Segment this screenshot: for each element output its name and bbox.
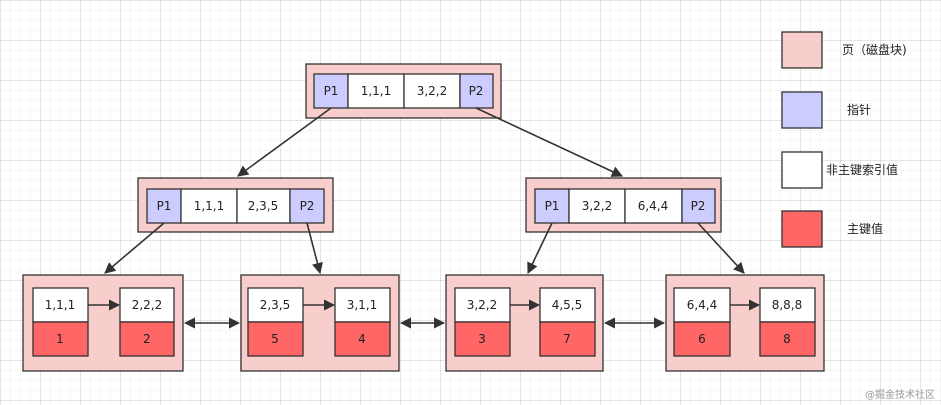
leaf-1-pk-cell-1 bbox=[32, 321, 89, 357]
root-key-1 bbox=[347, 73, 405, 109]
leaf-2-pk-1-label: 5 bbox=[271, 332, 279, 346]
leaf-3-pk-cell-1 bbox=[454, 321, 511, 357]
internal-right-left-pointer-label: P1 bbox=[545, 199, 560, 213]
leaf-4-pk-2-label: 8 bbox=[783, 332, 791, 346]
leaf-2-index-1-label: 2,3,5 bbox=[260, 298, 291, 312]
internal-left-right-pointer-label: P2 bbox=[300, 199, 315, 213]
edge-internal-right-to-leaf-3 bbox=[527, 222, 553, 275]
edge-internal-right-to-leaf-4 bbox=[697, 222, 745, 274]
leaf-node-2: 2,3,5 5 3,1,1 4 bbox=[240, 274, 400, 372]
internal-left-key-2 bbox=[236, 188, 291, 224]
leaf-2-index-cell-2 bbox=[334, 287, 391, 323]
leaf-1-pk-cell-2 bbox=[119, 321, 175, 357]
leaf-1-index-1-label: 1,1,1 bbox=[45, 298, 76, 312]
leaf-3-index-1-label: 3,2,2 bbox=[467, 298, 498, 312]
leaf-2-pk-cell-1 bbox=[247, 321, 304, 357]
edge-root-to-internal-left bbox=[237, 107, 332, 177]
internal-right-key-2 bbox=[624, 188, 683, 224]
root-node: P1 1,1,1 3,2,2 P2 bbox=[305, 63, 502, 119]
leaf-node-4: 6,4,4 6 8,8,8 8 bbox=[665, 274, 825, 372]
leaf-3-pk-cell-2 bbox=[539, 321, 596, 357]
leaf-3-index-2-label: 4,5,5 bbox=[552, 298, 583, 312]
internal-right-key-1 bbox=[568, 188, 626, 224]
legend-pointer-swatch bbox=[781, 91, 823, 129]
internal-left-key-1-label: 1,1,1 bbox=[194, 199, 225, 213]
leaf-node-3: 3,2,2 3 4,5,5 7 bbox=[445, 274, 604, 372]
leaf-3-pk-1-label: 3 bbox=[478, 332, 486, 346]
internal-left-key-2-label: 2,3,5 bbox=[248, 199, 279, 213]
leaf-1-index-cell-2 bbox=[119, 287, 175, 323]
root-right-pointer-label: P2 bbox=[469, 84, 484, 98]
leaf-1-pk-1-label: 1 bbox=[56, 332, 64, 346]
edge-root-to-internal-right bbox=[475, 107, 624, 177]
leaf-4-pk-1-label: 6 bbox=[698, 332, 706, 346]
leaf-node-1: 1,1,1 1 2,2,2 2 bbox=[22, 274, 184, 372]
legend-page-swatch bbox=[781, 31, 823, 69]
legend-page-label: 页（磁盘块) bbox=[842, 42, 907, 57]
leaf-1-pk-2-label: 2 bbox=[143, 332, 151, 346]
root-key-2-label: 3,2,2 bbox=[417, 84, 448, 98]
leaf-3-index-cell-1 bbox=[454, 287, 511, 323]
leaf-4-index-2-label: 8,8,8 bbox=[772, 298, 803, 312]
leaf-4-pk-cell-2 bbox=[759, 321, 816, 357]
internal-right-key-1-label: 3,2,2 bbox=[582, 199, 613, 213]
root-key-1-label: 1,1,1 bbox=[361, 84, 392, 98]
edge-internal-left-to-leaf-1 bbox=[104, 222, 165, 274]
leaf-2-pk-2-label: 4 bbox=[358, 332, 366, 346]
leaf-2-pk-cell-2 bbox=[334, 321, 391, 357]
internal-node-right: P1 3,2,2 6,4,4 P2 bbox=[525, 177, 722, 233]
legend-index-value-label: 非主键索引值 bbox=[826, 162, 898, 177]
watermark: @掘金技术社区 bbox=[865, 390, 935, 401]
internal-left-left-pointer-label: P1 bbox=[157, 199, 172, 213]
legend-primary-key-swatch bbox=[781, 210, 823, 248]
leaf-2-index-2-label: 3,1,1 bbox=[347, 298, 378, 312]
legend-pointer-label: 指针 bbox=[847, 102, 871, 117]
leaf-1-index-cell-1 bbox=[32, 287, 89, 323]
legend: 页（磁盘块) 指针 非主键索引值 主键值 bbox=[781, 31, 907, 248]
legend-primary-key-label: 主键值 bbox=[847, 221, 883, 236]
leaf-1-index-2-label: 2,2,2 bbox=[132, 298, 163, 312]
internal-left-right-pointer bbox=[289, 188, 325, 224]
legend-index-value-swatch bbox=[781, 151, 823, 189]
edge-internal-left-to-leaf-2 bbox=[306, 222, 323, 275]
internal-node-left: P1 1,1,1 2,3,5 P2 bbox=[137, 177, 334, 233]
internal-right-right-pointer-label: P2 bbox=[691, 199, 706, 213]
internal-left-key-1 bbox=[180, 188, 238, 224]
internal-right-left-pointer bbox=[534, 188, 570, 224]
leaf-3-pk-2-label: 7 bbox=[563, 332, 571, 346]
root-left-pointer-label: P1 bbox=[324, 84, 339, 98]
leaf-4-index-1-label: 6,4,4 bbox=[687, 298, 718, 312]
leaf-4-pk-cell-1 bbox=[673, 321, 731, 357]
internal-right-key-2-label: 6,4,4 bbox=[638, 199, 669, 213]
leaf-4-index-cell-2 bbox=[759, 287, 816, 323]
leaf-3-index-cell-2 bbox=[539, 287, 596, 323]
